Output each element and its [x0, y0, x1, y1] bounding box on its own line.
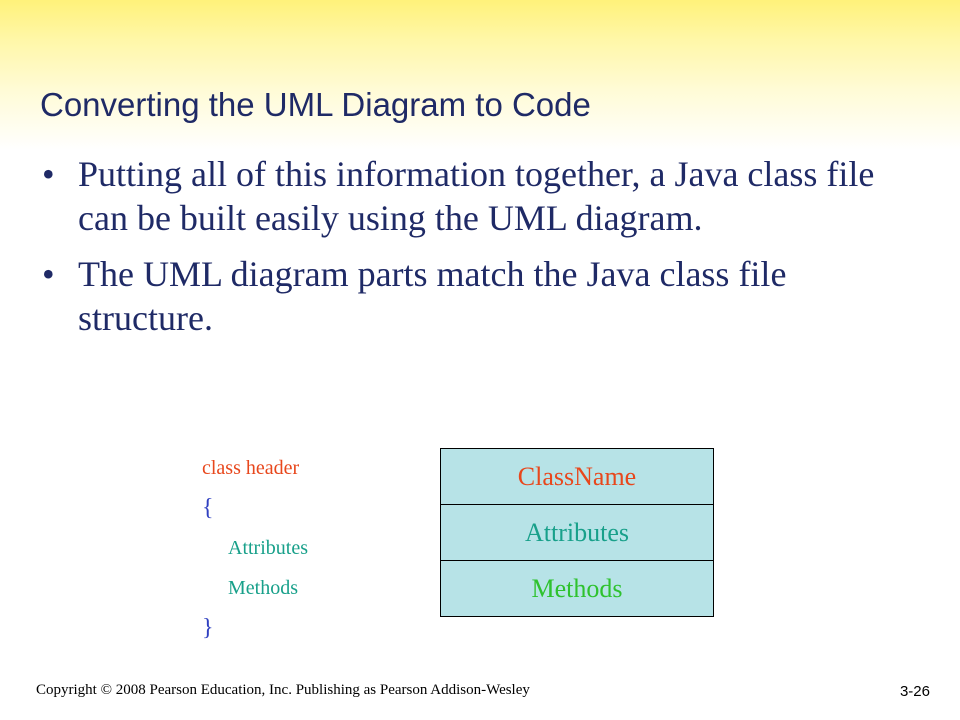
bullet-item: • Putting all of this information togeth… [40, 152, 920, 240]
bullet-text: Putting all of this information together… [78, 154, 875, 238]
code-structure: class header { Attributes Methods } [202, 448, 308, 648]
uml-classname-compartment: ClassName [517, 461, 637, 491]
bullet-marker: • [42, 254, 55, 294]
uml-methods-compartment: Methods [441, 560, 713, 616]
bullet-item: • The UML diagram parts match the Java c… [40, 252, 920, 340]
code-attributes: Attributes [228, 537, 308, 559]
slide-number: 3-26 [899, 683, 930, 700]
code-methods: Methods [228, 577, 298, 599]
bullet-marker: • [42, 154, 55, 194]
code-class-header: class header [202, 457, 300, 479]
code-close-brace: } [202, 615, 214, 641]
bullet-list: • Putting all of this information togeth… [40, 152, 920, 352]
code-open-brace: { [202, 495, 214, 521]
slide-title: Converting the UML Diagram to Code [40, 86, 591, 123]
uml-attributes-compartment: Attributes [441, 504, 713, 560]
footer-copyright: Copyright © 2008 Pearson Education, Inc.… [36, 682, 530, 698]
uml-class-box: ClassName Attributes Methods [440, 448, 714, 617]
bullet-text: The UML diagram parts match the Java cla… [78, 254, 787, 338]
